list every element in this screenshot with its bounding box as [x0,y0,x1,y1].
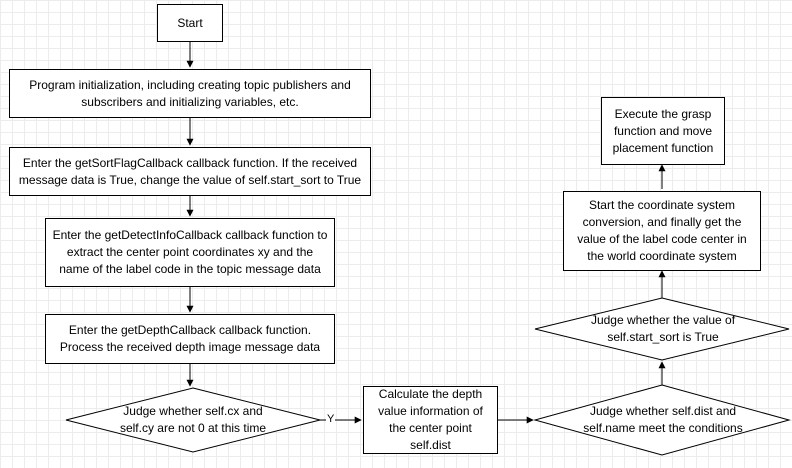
step-coordinate-conversion: Start the coordinate system conversion, … [563,191,761,271]
step-get-detect-info-callback: Enter the getDetectInfoCallback callback… [45,218,335,287]
step-get-depth-callback: Enter the getDepthCallback callback func… [45,314,335,364]
start-node: Start [157,4,223,42]
decision-diamond-cxcy [65,387,321,453]
decision-cx-cy-not-zero: Judge whether self.cx and self.cy are no… [119,404,267,435]
decision-start-sort-true: Judge whether the value of self.start_so… [590,313,736,344]
decision-diamond-start-sort [534,297,790,361]
step-execute-grasp: Execute the grasp function and move plac… [601,97,725,165]
decision-dist-name-conditions: Judge whether self.dist and self.name me… [583,404,743,435]
step-calculate-depth: Calculate the depth value information of… [363,386,498,454]
step-get-sort-flag-callback: Enter the getSortFlagCallback callback f… [9,147,371,196]
yes-branch-label: Y [326,413,336,426]
step-program-initialization: Program initialization, including creati… [9,69,371,118]
decision-diamond-dist-name [533,384,791,456]
